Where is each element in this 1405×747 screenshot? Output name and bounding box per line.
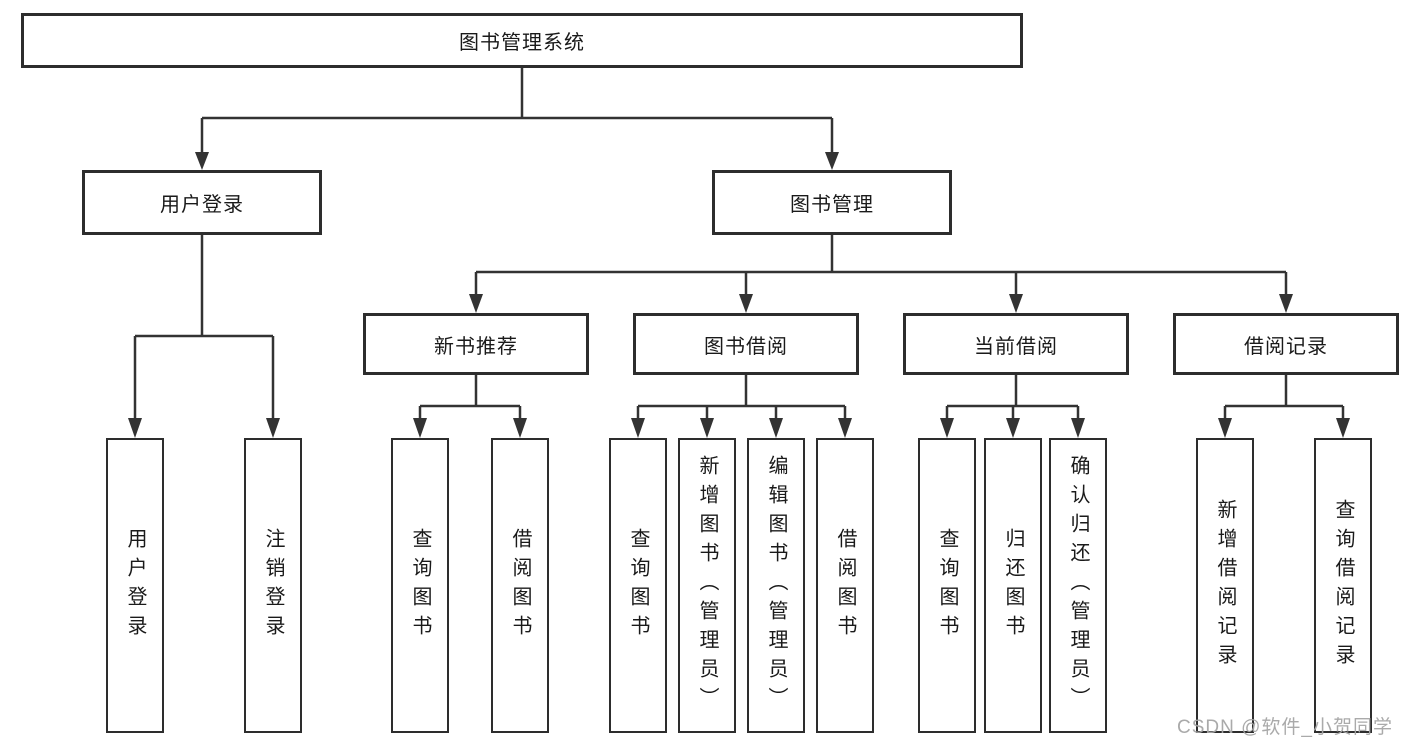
- leaf-return-book: 归还图书: [984, 438, 1042, 733]
- leaf-confirm-return-admin: 确认归还（管理员）: [1049, 438, 1107, 733]
- leaf-add-book-admin: 新增图书（管理员）: [678, 438, 736, 733]
- leaf-add-borrow-record: 新增借阅记录: [1196, 438, 1254, 733]
- connector-book-management-children: [469, 235, 1293, 313]
- leaf-user-login: 用户登录: [106, 438, 164, 733]
- leaf-edit-book-admin: 编辑图书（管理员）: [747, 438, 805, 733]
- csdn-watermark: CSDN @软件_小贺同学: [1177, 717, 1393, 738]
- connector-user-login-children: [128, 235, 280, 438]
- connector-root-to-level2: [195, 68, 839, 170]
- node-book-borrow: 图书借阅: [633, 313, 859, 375]
- node-new-book-recommend: 新书推荐: [363, 313, 589, 375]
- leaf-query-book-recommend: 查询图书: [391, 438, 449, 733]
- leaf-query-book-current: 查询图书: [918, 438, 976, 733]
- connector-book-borrow-children: [631, 375, 852, 438]
- leaf-query-book-borrow: 查询图书: [609, 438, 667, 733]
- leaf-borrow-book-recommend: 借阅图书: [491, 438, 549, 733]
- node-book-management: 图书管理: [712, 170, 952, 235]
- leaf-borrow-book: 借阅图书: [816, 438, 874, 733]
- node-current-borrow: 当前借阅: [903, 313, 1129, 375]
- node-borrow-records: 借阅记录: [1173, 313, 1399, 375]
- connector-current-borrow-children: [940, 375, 1085, 438]
- node-library-management-system: 图书管理系统: [21, 13, 1023, 68]
- leaf-query-borrow-record: 查询借阅记录: [1314, 438, 1372, 733]
- node-user-login: 用户登录: [82, 170, 322, 235]
- leaf-logout: 注销登录: [244, 438, 302, 733]
- connector-new-book-children: [413, 375, 527, 438]
- connector-borrow-records-children: [1218, 375, 1350, 438]
